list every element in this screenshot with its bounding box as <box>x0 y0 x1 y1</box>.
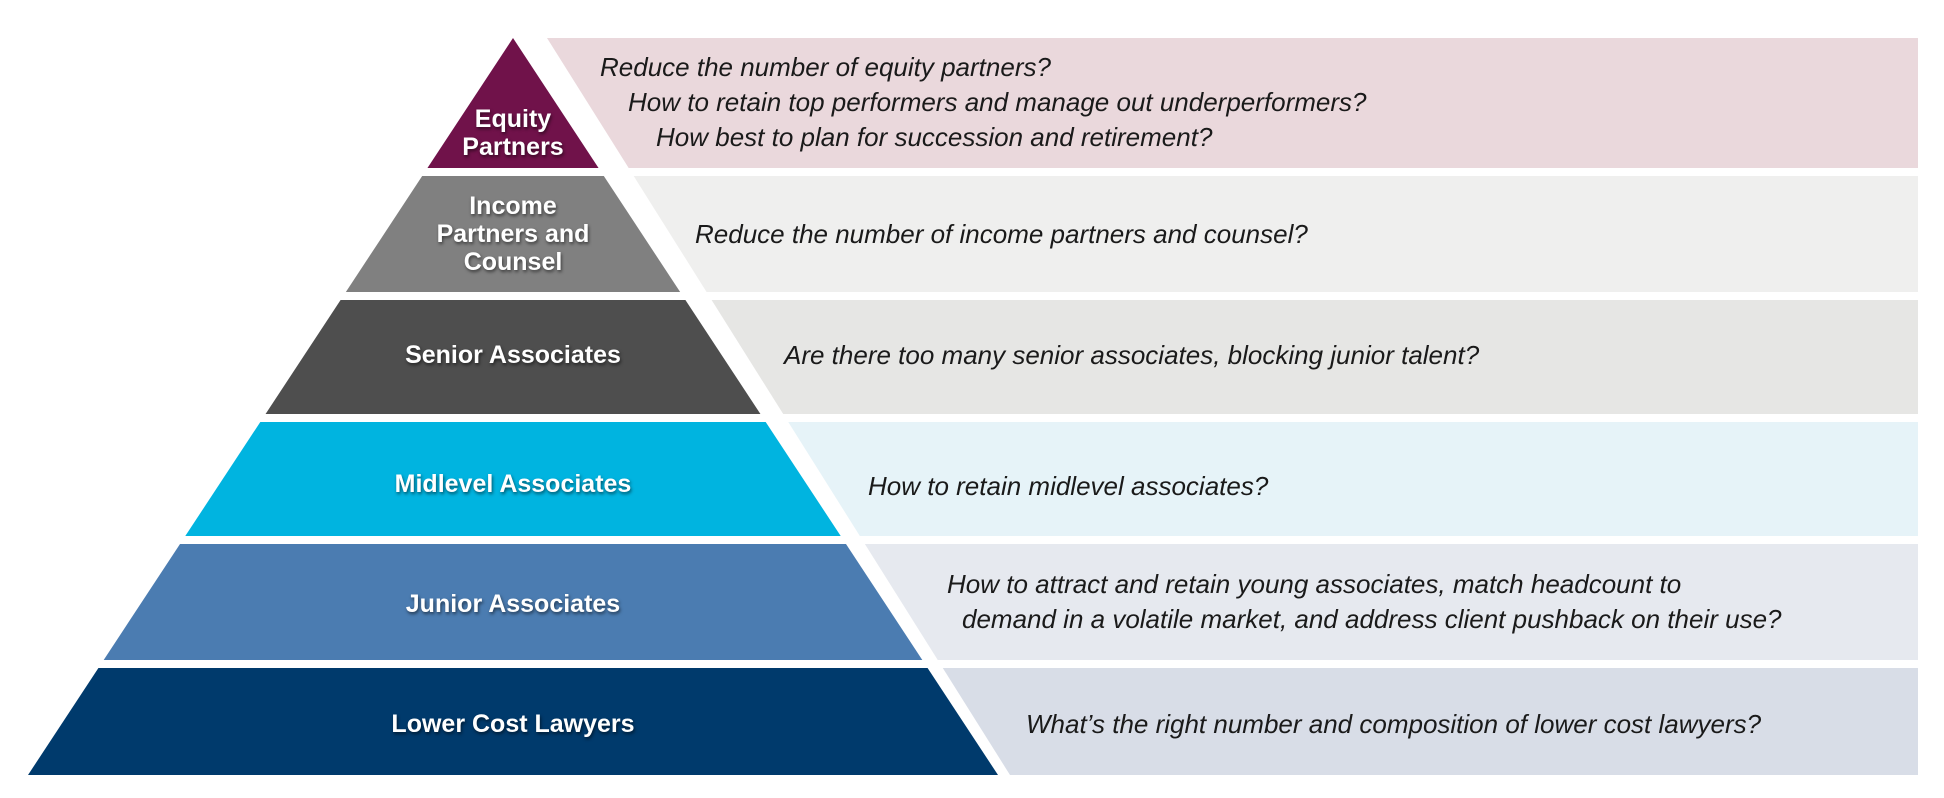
question-junior-associates: demand in a volatile market, and address… <box>962 604 1782 634</box>
tier-label-senior-associates: Senior Associates <box>405 341 621 369</box>
tier-label-line: Counsel <box>463 248 563 276</box>
question-junior-associates: How to attract and retain young associat… <box>947 569 1682 599</box>
band-midlevel-associates <box>788 422 1918 536</box>
tier-label-line: Partners and <box>436 220 590 248</box>
question-senior-associates: Are there too many senior associates, bl… <box>784 340 1480 370</box>
tier-midlevel-associates <box>185 422 841 536</box>
tier-label-line: Lower Cost Lawyers <box>391 710 635 738</box>
tier-label-line: Equity <box>474 105 552 133</box>
tier-label-lower-cost-lawyers: Lower Cost Lawyers <box>391 710 634 738</box>
tier-label-line: Income <box>469 192 557 220</box>
question-income-partners-and-counsel: Reduce the number of income partners and… <box>695 219 1308 249</box>
question-equity-partners: How to retain top performers and manage … <box>628 87 1367 117</box>
tier-label-line: Senior Associates <box>405 341 621 369</box>
tier-label-junior-associates: Junior Associates <box>406 590 620 618</box>
band-senior-associates <box>711 300 1919 414</box>
tier-lower-cost-lawyers <box>28 668 998 775</box>
tier-income-partners-and-counsel <box>345 176 681 292</box>
tier-junior-associates <box>103 544 923 660</box>
tier-senior-associates <box>265 300 761 414</box>
tier-equity-partners <box>427 38 599 168</box>
question-midlevel-associates: How to retain midlevel associates? <box>868 471 1269 501</box>
band-equity-partners <box>547 38 1918 168</box>
band-junior-associates <box>864 544 1918 660</box>
question-equity-partners: Reduce the number of equity partners? <box>600 52 1051 82</box>
tier-label-line: Junior Associates <box>405 590 621 618</box>
band-income-partners-and-counsel <box>633 176 1918 292</box>
question-equity-partners: How best to plan for succession and reti… <box>656 122 1213 152</box>
tier-label-line: Midlevel Associates <box>394 470 632 498</box>
band-lower-cost-lawyers <box>942 668 1918 775</box>
question-lower-cost-lawyers: What’s the right number and composition … <box>1026 709 1762 739</box>
tier-label-midlevel-associates: Midlevel Associates <box>395 470 632 498</box>
tier-label-line: Partners <box>462 133 564 161</box>
